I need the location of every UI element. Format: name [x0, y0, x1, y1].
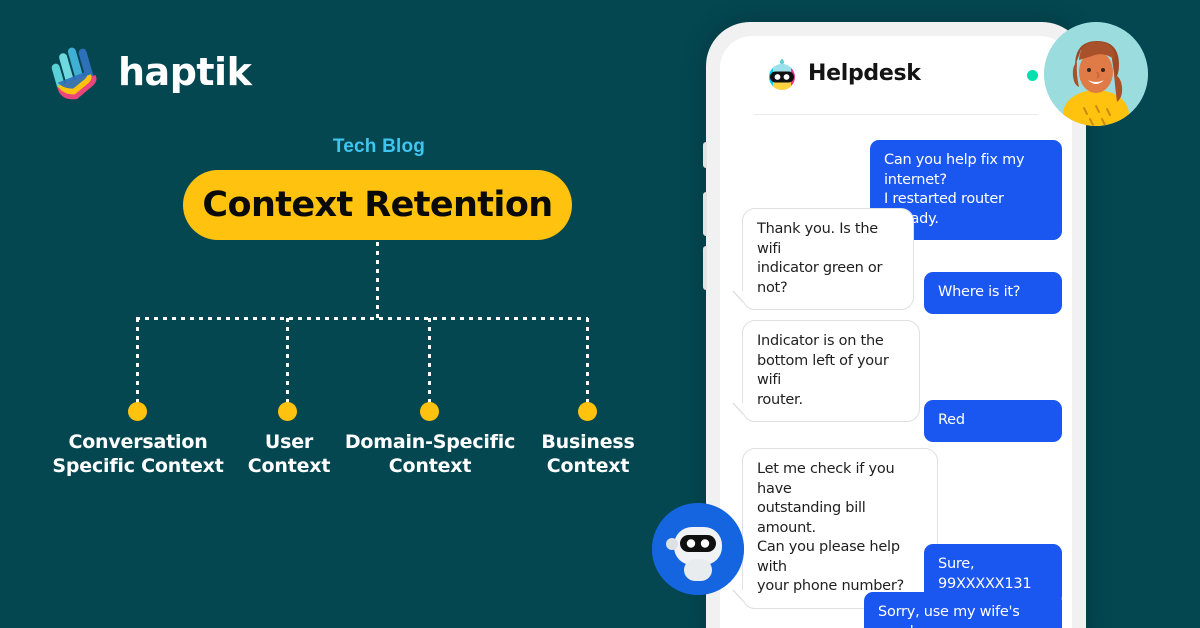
user-avatar-illustration-icon [1044, 22, 1148, 126]
connector-crossbar [136, 317, 588, 320]
chatbot-robot-icon [652, 503, 744, 595]
node-dot-1 [128, 402, 147, 421]
message-bubble: Sorry, use my wife's number. It's 983343… [864, 592, 1062, 628]
node-dot-4 [578, 402, 597, 421]
phone-mute-switch[interactable] [703, 142, 707, 168]
chat-message-list[interactable]: Can you help fix my internet? I restarte… [720, 120, 1072, 628]
connector-branch-1 [136, 318, 139, 404]
bot-avatar-icon [769, 59, 795, 90]
eyebrow-label: Tech Blog [332, 136, 426, 157]
node-label-line-1: User [264, 431, 314, 453]
message-bubble: Thank you. Is the wifi indicator green o… [732, 208, 914, 311]
connector-branch-2 [286, 318, 289, 404]
haptik-hand-logo-icon [51, 47, 97, 100]
node-label-line-1: Domain-Specific [344, 431, 516, 453]
phone-mockup: Helpdesk Can you help fix my internet? I… [703, 22, 1086, 628]
chat-message-user: Where is it? [924, 272, 1062, 314]
node-label-line-2: Context [247, 455, 331, 478]
chat-title: Helpdesk [808, 61, 921, 86]
brand-name: haptik [118, 50, 252, 94]
chat-header: Helpdesk [720, 36, 1072, 112]
chatbot-badge[interactable] [652, 503, 744, 595]
phone-volume-down-button[interactable] [703, 246, 707, 290]
connector-branch-4 [586, 318, 589, 404]
page-title: Context Retention [202, 185, 553, 225]
connector-trunk [376, 242, 379, 320]
phone-volume-up-button[interactable] [703, 192, 707, 236]
chat-message-user: Red [924, 400, 1062, 442]
node-label-user-context: User Context [224, 430, 354, 479]
node-label-conversation-specific-context: Conversation Specific Context [40, 430, 236, 479]
node-label-line-1: Business [541, 431, 635, 453]
node-dot-2 [278, 402, 297, 421]
node-label-business-context: Business Context [518, 430, 658, 479]
node-label-line-2: Context [546, 455, 630, 478]
chat-message-bot: Indicator is on the bottom left of your … [732, 320, 920, 423]
brand-logo: haptik [46, 42, 306, 110]
message-bubble: Red [924, 400, 1062, 442]
node-dot-3 [420, 402, 439, 421]
connector-branch-3 [428, 318, 431, 404]
chat-message-user: Sorry, use my wife's number. It's 983343… [864, 592, 1062, 628]
user-avatar [1044, 22, 1148, 126]
message-bubble: Where is it? [924, 272, 1062, 314]
phone-screen: Helpdesk Can you help fix my internet? I… [720, 36, 1072, 628]
message-bubble: Indicator is on the bottom left of your … [732, 320, 920, 423]
chat-message-bot: Let me check if you have outstanding bil… [732, 448, 938, 609]
online-status-dot [1027, 70, 1038, 81]
chat-message-bot: Thank you. Is the wifi indicator green o… [732, 208, 914, 311]
node-label-line-1: Conversation [68, 431, 208, 453]
header-divider [754, 114, 1038, 115]
node-label-line-2: Specific Context [52, 455, 224, 478]
node-label-domain-specific-context: Domain-Specific Context [340, 430, 520, 479]
title-pill: Context Retention [183, 170, 572, 240]
message-bubble: Let me check if you have outstanding bil… [732, 448, 938, 609]
node-label-line-2: Context [388, 455, 472, 478]
